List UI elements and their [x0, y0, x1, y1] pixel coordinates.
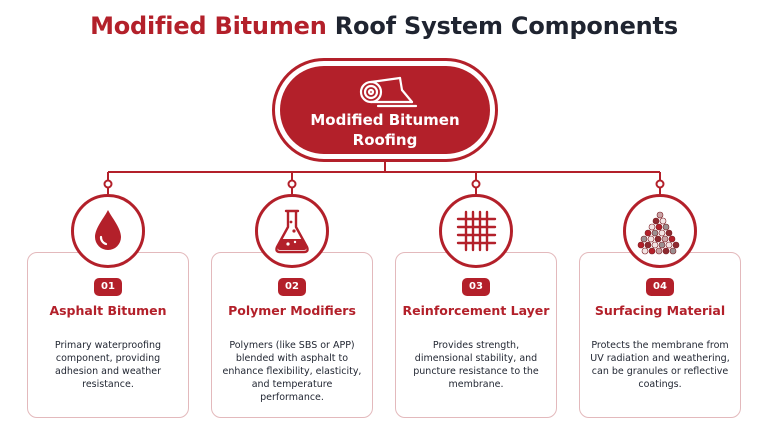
card-description-3: Provides strength, dimensional stability…: [413, 340, 539, 390]
root-node: Modified Bitumen Roofing: [272, 58, 498, 162]
junction-dot-1: [103, 179, 113, 189]
junction-dot-3: [471, 179, 481, 189]
icon-circle-1: [71, 194, 145, 268]
component-card-3: Reinforcement Layer Provides strength, d…: [395, 252, 557, 418]
flask-icon: [275, 209, 309, 254]
card-title-2: Polymer Modifiers: [228, 303, 356, 318]
number-badge-4: 04: [646, 278, 674, 296]
card-description-1: Primary waterproofing component, providi…: [54, 340, 162, 390]
number-badge-1: 01: [94, 278, 122, 296]
number-badge-3: 03: [462, 278, 490, 296]
number-badge-2: 02: [278, 278, 306, 296]
junction-dot-2: [287, 179, 297, 189]
mesh-icon: [456, 210, 497, 252]
roll-icon: [358, 74, 418, 112]
title-accent: Modified Bitumen: [90, 12, 327, 40]
icon-circle-2: [255, 194, 329, 268]
root-label: Modified Bitumen Roofing: [280, 110, 490, 150]
granules-icon: [637, 211, 680, 255]
root-node-fill: Modified Bitumen Roofing: [280, 66, 490, 154]
root-label-line1: Modified Bitumen: [310, 111, 460, 129]
component-card-2: Polymer Modifiers Polymers (like SBS or …: [211, 252, 373, 418]
icon-circle-4: [623, 194, 697, 268]
component-card-4: Surfacing Material Protects the membrane…: [579, 252, 741, 418]
page-title: Modified Bitumen Roof System Components: [0, 12, 768, 40]
root-label-line2: Roofing: [352, 131, 418, 149]
card-title-4: Surfacing Material: [594, 303, 726, 318]
icon-circle-3: [439, 194, 513, 268]
title-rest: Roof System Components: [326, 12, 678, 40]
component-card-1: Asphalt Bitumen Primary waterproofing co…: [27, 252, 189, 418]
junction-dot-4: [655, 179, 665, 189]
card-title-1: Asphalt Bitumen: [49, 303, 167, 318]
drop-icon: [95, 210, 121, 250]
card-title-3: Reinforcement Layer: [402, 303, 550, 318]
card-description-4: Protects the membrane from UV radiation …: [590, 340, 730, 390]
card-description-2: Polymers (like SBS or APP) blended with …: [222, 340, 362, 403]
